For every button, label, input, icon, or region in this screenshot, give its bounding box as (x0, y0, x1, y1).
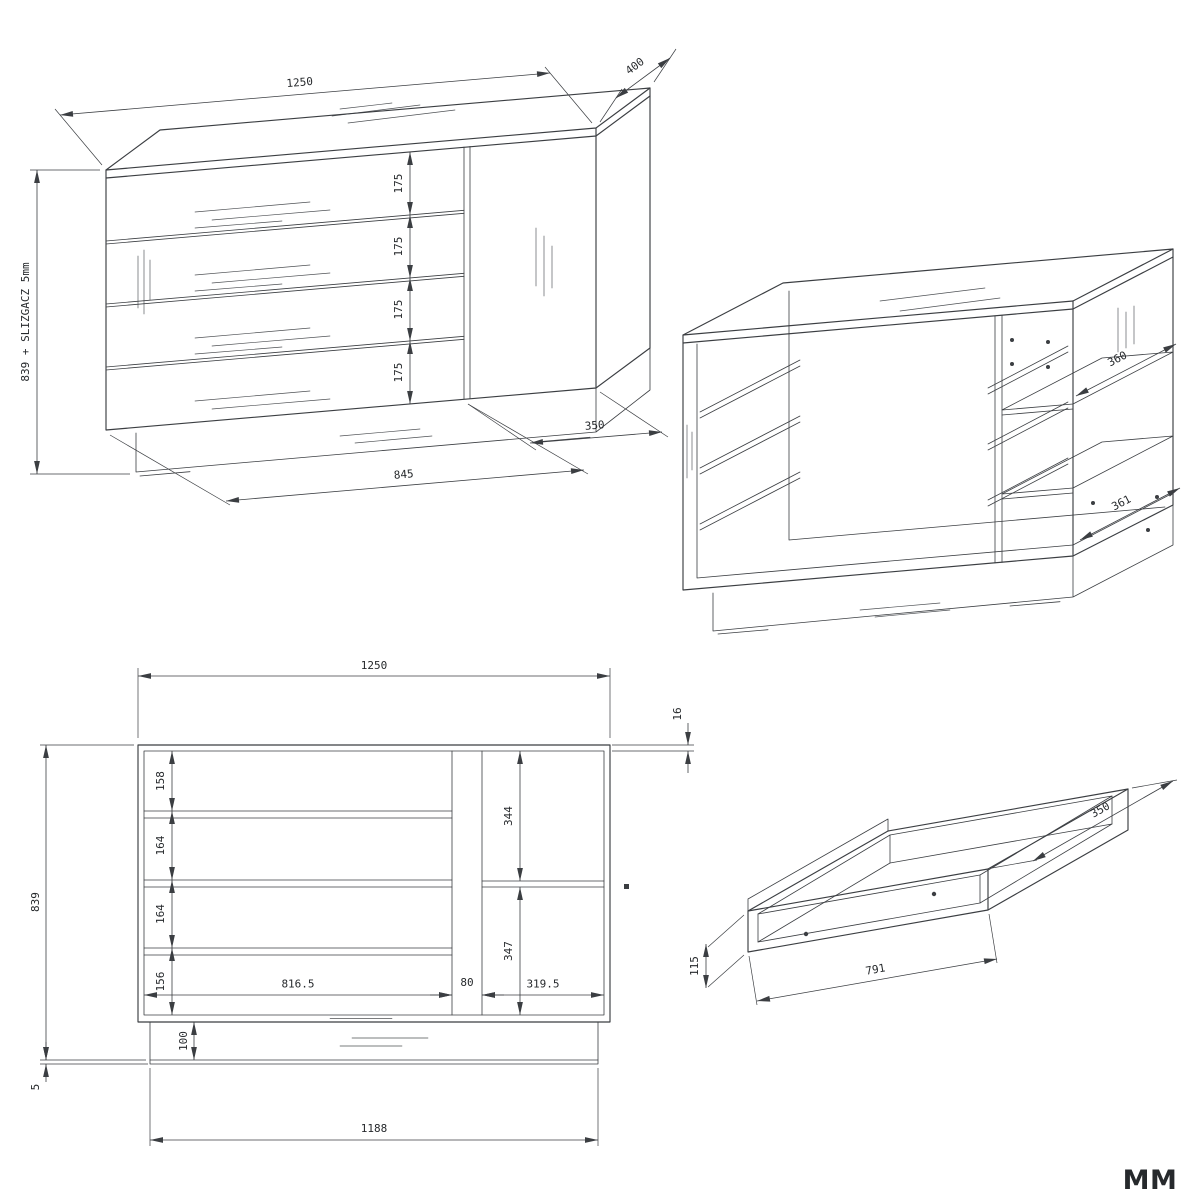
dim-label-drawer-depth: 350 (1088, 799, 1112, 820)
dim-label-drawer-section-width: 845 (393, 467, 414, 482)
dim-label-right-opening-1: 344 (502, 806, 515, 826)
dim-label-upper-shelf-depth: 360 (1106, 349, 1130, 370)
shelf-pin-mark (624, 884, 629, 889)
dim-label-elevation-width: 1250 (361, 659, 388, 672)
drawer-outline (747, 788, 1129, 953)
dim-top-thickness: 16 (612, 707, 694, 773)
dim-elevation-width: 1250 (137, 659, 611, 738)
dim-label-plinth-width: 1188 (361, 1122, 388, 1135)
view-iso-assembled: 1250 400 839 + SLIZGACZ 5mm 175 175 175 … (19, 48, 677, 506)
dim-label-drawer-side-height: 115 (688, 956, 701, 976)
dim-label-height-note: 839 + SLIZGACZ 5mm (19, 262, 32, 382)
dim-drawer-heights-chain: 175 175 175 175 (392, 152, 413, 404)
dim-label-overall-width: 1250 (286, 75, 314, 90)
dim-elevation-height: 839 (29, 744, 146, 1061)
drawer-fronts-and-door (105, 146, 471, 400)
elevation-plinth (149, 1021, 599, 1065)
dim-label-opening-4: 156 (154, 972, 167, 992)
dim-drawer-width: 791 (748, 913, 998, 1006)
dim-drawer-section-width: 845 (109, 403, 589, 506)
dim-label-divider-width: 80 (460, 976, 473, 989)
dim-door-width: 350 (467, 391, 669, 451)
dim-label-right-opening-2: 347 (502, 941, 515, 961)
elevation-outline (137, 744, 611, 1023)
dim-label-drawer-bay-width: 816.5 (281, 978, 314, 991)
cabinet-body (105, 87, 651, 431)
elevation-grain (329, 1018, 429, 1047)
dim-label-depth: 400 (623, 55, 647, 77)
dim-right-openings-chain: 344 347 (502, 751, 523, 1015)
view-front-elevation: 1250 16 839 158 164 164 156 344 347 (29, 659, 694, 1146)
dim-drawer-side-height: 115 (688, 914, 745, 988)
dim-label-plinth-height: 100 (177, 1031, 190, 1051)
dim-label-right-bay-width: 319.5 (526, 978, 559, 991)
dim-drawer-openings-chain: 158 164 164 156 (154, 751, 175, 1015)
dim-label-drawer-1: 175 (392, 174, 405, 194)
dim-label-drawer-4: 175 (392, 363, 405, 383)
dim-depth: 400 (599, 48, 677, 123)
dim-bay-widths: 816.5 80 319.5 (144, 976, 604, 998)
carcass-body (682, 248, 1174, 591)
dim-label-opening-1: 158 (154, 771, 167, 791)
dim-glide-thickness: 5 (29, 1042, 148, 1090)
drawer-slides (699, 345, 1069, 531)
dim-label-drawer-2: 175 (392, 237, 405, 257)
units-label: MM (1123, 1165, 1178, 1196)
dim-lower-shelf-depth: 361 (1079, 487, 1181, 541)
elevation-panels (143, 750, 605, 1016)
drawer-holes (803, 891, 937, 937)
dim-label-opening-3: 164 (154, 904, 167, 924)
dim-label-glide-thickness: 5 (29, 1084, 42, 1091)
dim-label-drawer-3: 175 (392, 300, 405, 320)
dim-label-opening-2: 164 (154, 835, 167, 855)
dim-label-door-width: 350 (584, 418, 605, 433)
view-iso-carcass: 360 361 (682, 248, 1181, 635)
dim-overall-width: 1250 (54, 66, 593, 166)
view-drawer-box: 350 791 115 (688, 779, 1178, 1006)
grain-marks (137, 102, 553, 444)
carcass-interior (696, 290, 1174, 579)
dim-plinth-width: 1188 (149, 1068, 599, 1146)
dim-height-with-glides: 839 + SLIZGACZ 5mm (19, 169, 130, 475)
dim-label-elevation-height: 839 (29, 892, 42, 912)
dim-label-drawer-width: 791 (864, 961, 886, 977)
carcass-grain (686, 287, 1135, 618)
dim-label-top-thickness: 16 (671, 707, 684, 720)
dim-plinth-height: 100 (177, 1022, 197, 1060)
carcass-plinth (712, 504, 1174, 635)
dim-upper-shelf-depth: 360 (1075, 343, 1177, 397)
